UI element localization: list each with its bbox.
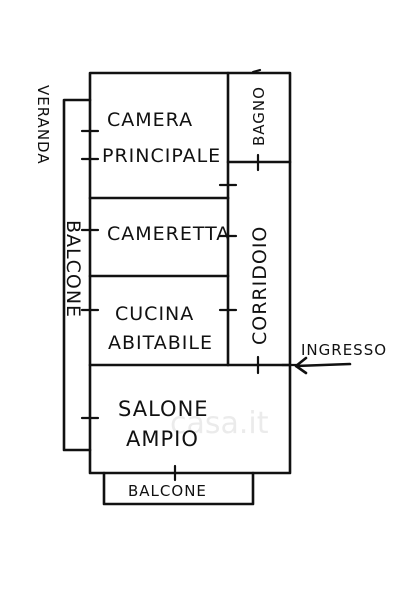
label-veranda: VERANDA — [34, 85, 52, 165]
label-abitabile: ABITABILE — [108, 332, 213, 354]
label-cucina: CUCINA — [115, 303, 194, 325]
mark-bagno-top — [251, 68, 262, 74]
label-camera: CAMERA — [107, 109, 193, 131]
label-ingresso: INGRESSO — [301, 341, 387, 359]
label-balcone-bottom: BALCONE — [128, 482, 207, 500]
room-labels: CAMERA PRINCIPALE BAGNO CAMERETTA CUCINA… — [34, 85, 387, 500]
label-bagno: BAGNO — [250, 86, 268, 146]
veranda-balcone-outline — [62, 98, 92, 452]
bottom-balcone-outline — [102, 471, 255, 506]
label-ampio: AMPIO — [126, 427, 199, 451]
label-corridoio: CORRIDOIO — [249, 226, 271, 345]
watermark: casa.it — [170, 406, 269, 441]
arrow-head — [294, 356, 308, 375]
doors — [80, 68, 300, 482]
walls — [62, 71, 292, 506]
label-salone: SALONE — [118, 397, 209, 421]
arrow-shaft — [294, 362, 352, 368]
label-cameretta: CAMERETTA — [107, 223, 230, 245]
outer-wall — [88, 71, 292, 475]
label-balcone-side: BALCONE — [62, 220, 84, 318]
ingresso-arrow — [294, 356, 352, 375]
label-principale: PRINCIPALE — [102, 145, 221, 167]
